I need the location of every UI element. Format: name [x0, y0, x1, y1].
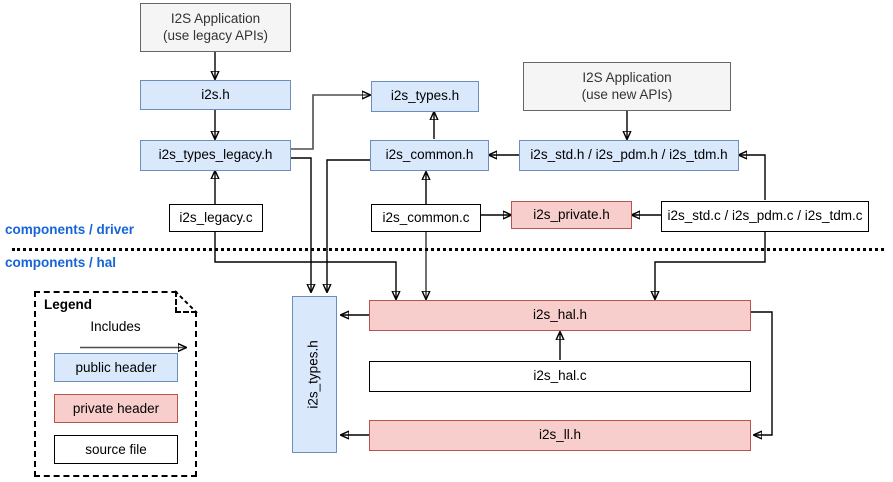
legend-swatch-private-header: private header [54, 394, 178, 423]
section-label-hal: components / hal [5, 255, 117, 270]
node-i2s-legacy-c: i2s_legacy.c [169, 204, 263, 232]
node-i2s-std-pdm-tdm-h: i2s_std.h / i2s_pdm.h / i2s_tdm.h [519, 140, 739, 171]
edge-types-legacy-to-types-h [291, 95, 370, 150]
node-i2s-types-legacy-h: i2s_types_legacy.h [140, 140, 291, 171]
node-i2s-hal-c: i2s_hal.c [369, 361, 751, 392]
edge-hal-h-to-ll-h [751, 311, 773, 435]
node-i2s-types-h-driver: i2s_types.h [371, 81, 479, 112]
edge-types-legacy-to-hal-types [291, 157, 311, 292]
node-i2s-private-h: i2s_private.h [511, 201, 632, 229]
node-i2s-hal-h: i2s_hal.h [369, 300, 751, 331]
legend-title: Legend [44, 297, 93, 312]
driver-hal-divider [12, 248, 884, 251]
legend-dogear-diagonal [174, 290, 198, 314]
node-i2s-std-pdm-tdm-c: i2s_std.c / i2s_pdm.c / i2s_tdm.c [661, 201, 869, 232]
node-i2s-types-h-hal-label: i2s_types.h [306, 340, 322, 409]
legend-includes-arrow [80, 343, 196, 352]
legend-swatch-source-file: source file [54, 435, 178, 464]
edge-common-h-to-hal-types [327, 159, 370, 292]
legend-box: Legend Includes public header private he… [34, 290, 198, 477]
node-i2s-application-legacy: I2S Application (use legacy APIs) [140, 3, 291, 52]
legend-swatch-public-header: public header [54, 353, 178, 382]
edge-std-c-to-hal-h [655, 231, 766, 299]
edge-legacy-c-to-hal-h [214, 231, 396, 299]
node-i2s-types-h-hal: i2s_types.h [292, 296, 337, 453]
node-i2s-common-h: i2s_common.h [370, 140, 489, 171]
node-i2s-ll-h: i2s_ll.h [369, 420, 751, 451]
edge-std-c-to-std-h [739, 155, 766, 200]
section-label-driver: components / driver [5, 222, 135, 237]
legend-border [34, 291, 197, 477]
node-i2s-application-new: I2S Application (use new APIs) [523, 62, 731, 111]
node-i2s-common-c: i2s_common.c [371, 204, 481, 232]
node-i2s-h: i2s.h [140, 80, 291, 110]
legend-includes-label: Includes [90, 319, 141, 334]
